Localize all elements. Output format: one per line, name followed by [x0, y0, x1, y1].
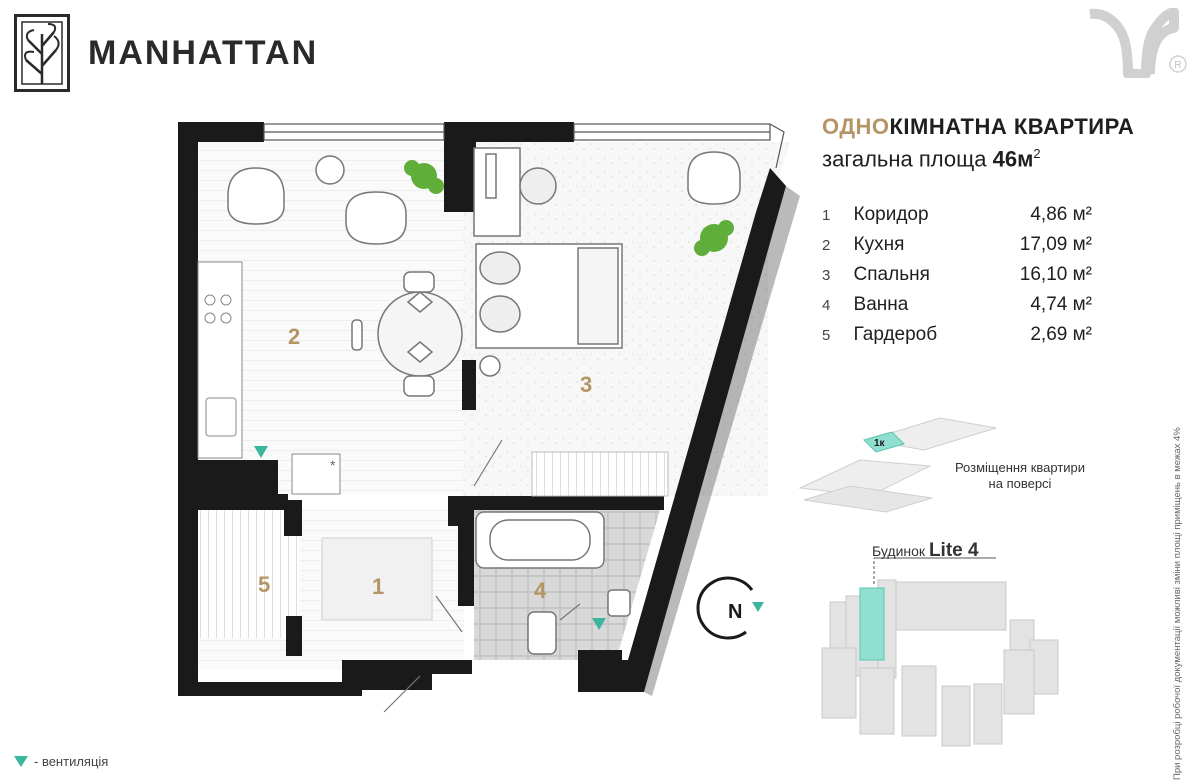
room-name: Гардероб	[853, 324, 938, 345]
building-prefix: Будинок	[872, 543, 926, 559]
corridor-rug	[321, 537, 433, 621]
room-number: 4	[822, 296, 831, 314]
bathroom-fixtures	[475, 511, 631, 655]
svg-text:*: *	[330, 457, 336, 473]
building-caption: Будинок Lite 4	[872, 540, 979, 562]
title-accent: ОДНО	[822, 114, 890, 139]
room-name: Спальня	[853, 264, 930, 285]
title-rest: КІМНАТНА КВАРТИРА	[889, 114, 1135, 139]
building-name: Lite 4	[928, 540, 979, 561]
building-complex	[821, 579, 1059, 747]
room-area: 16,10 м²	[1019, 264, 1092, 285]
wardrobe-storage	[196, 510, 300, 638]
list-item: 2 Кухня 17,09 м²	[822, 230, 1092, 260]
floor-location-caption: Розміщення квартири на поверсі	[920, 460, 1120, 492]
compass-label: N	[728, 601, 742, 623]
room-area: 4,86 м²	[1030, 204, 1092, 225]
bedroom-furniture	[473, 147, 741, 377]
svg-text:R: R	[1174, 60, 1181, 71]
room-name: Коридор	[853, 204, 929, 225]
room-number: 5	[822, 326, 831, 344]
brand-name: MANHATTAN	[88, 34, 319, 72]
plant-icon	[404, 160, 734, 256]
apartment-title: ОДНОКІМНАТНА КВАРТИРА	[822, 114, 1134, 140]
list-item: 1 Коридор 4,86 м²	[822, 200, 1092, 230]
bedroom-wardrobe	[531, 451, 669, 497]
compass-icon: N	[696, 576, 764, 640]
list-item: 3 Спальня 16,10 м²	[822, 260, 1092, 290]
manhattan-logo	[14, 14, 70, 92]
room-area: 2,69 м²	[1030, 324, 1092, 345]
room-label-3: 3	[580, 372, 592, 397]
doors	[383, 439, 581, 713]
building-highlight	[859, 587, 885, 661]
room-label-4: 4	[534, 578, 547, 603]
room-number: 2	[822, 236, 831, 254]
walls	[178, 122, 786, 696]
windows	[263, 123, 785, 169]
room-number: 1	[822, 206, 831, 224]
room-list: 1 Коридор 4,86 м² 2 Кухня 17,09 м² 3 Спа…	[822, 200, 1092, 350]
unit-tag: 1к	[874, 438, 886, 449]
area-value: 46м	[992, 146, 1034, 172]
room-label-1: 1	[372, 574, 384, 599]
kitchen-counter	[197, 261, 341, 495]
legend-label: - вентиляція	[34, 754, 109, 769]
floor-location-map	[798, 417, 997, 513]
area-exponent: 2	[1033, 146, 1041, 161]
legend: - вентиляція	[14, 754, 108, 769]
total-area: загальна площа 46м2	[822, 146, 1041, 172]
registered-logo-icon: R	[1089, 8, 1187, 78]
room-number: 3	[822, 266, 831, 284]
list-item: 4 Ванна 4,74 м²	[822, 290, 1092, 320]
kitchen-furniture	[227, 155, 463, 397]
room-area: 17,09 м²	[1019, 234, 1092, 255]
list-item: 5 Гардероб 2,69 м²	[822, 320, 1092, 350]
caption-line: Розміщення квартири	[954, 460, 1086, 475]
room-label-2: 2	[288, 324, 300, 349]
area-label: загальна площа	[822, 146, 987, 172]
room-name: Ванна	[853, 294, 909, 315]
ventilation-icon	[14, 756, 28, 767]
caption-line: на поверсі	[988, 476, 1052, 491]
disclaimer-note: При розробці робочої документації можлив…	[1172, 427, 1183, 780]
ventilation-icon	[254, 446, 606, 630]
room-name: Кухня	[853, 234, 905, 255]
room-area: 4,74 м²	[1030, 294, 1092, 315]
room-label-5: 5	[258, 572, 270, 597]
